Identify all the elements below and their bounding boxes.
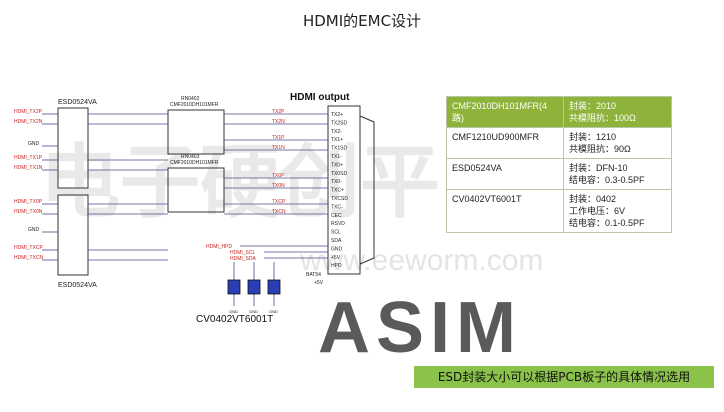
connector-pin-label: TXCSD xyxy=(331,196,348,202)
connector-pin-label: HPD xyxy=(331,263,342,269)
hdmi-connector xyxy=(327,105,361,275)
connector-pin-label: TX0+ xyxy=(331,162,343,168)
connector-pin-label: CEC xyxy=(331,213,342,219)
varistor-2 xyxy=(247,279,261,295)
supply-label: +5V xyxy=(314,280,324,286)
net-label: HDMI_TX0P xyxy=(14,199,43,205)
varistor-1 xyxy=(227,279,241,295)
esd-bottom-label: ESD0524VA xyxy=(58,282,97,289)
hdmi-connector-title: HDMI output xyxy=(290,92,350,103)
gnd-label: GND xyxy=(229,309,238,314)
esd-top-label: ESD0524VA xyxy=(58,99,97,106)
connector-pin-label: TX0SD xyxy=(331,171,348,177)
net-label: TX2N xyxy=(272,119,285,125)
cmf-bottom-ref: RN0403 xyxy=(181,154,200,160)
net-label: TXCN xyxy=(272,209,286,215)
connector-pin-label: TX0- xyxy=(331,179,342,185)
connector-pin-label: SDA xyxy=(331,238,342,244)
net-label: HDMI_TXCP xyxy=(14,245,44,251)
connector-pin-label: TXC- xyxy=(331,204,343,210)
page-title: HDMI的EMC设计 xyxy=(302,12,422,30)
footer-banner: ESD封装大小可以根据PCB板子的具体情况选用 xyxy=(414,366,714,388)
net-label: TXCP xyxy=(272,199,286,205)
net-label: HDMI_TXCN xyxy=(14,255,44,261)
cmf-chip-bottom xyxy=(167,167,225,213)
connector-pin-labels: TX2+ TX2SD TX2- TX1+ TX1SD TX1- TX0+ TX0SD TX0- T… xyxy=(331,112,348,269)
net-label: HDMI_TX0N xyxy=(14,209,43,215)
left-net-labels: HDMI_TX2P HDMI_TX2N GND HDMI_TX1P HDMI_TX1N H… xyxy=(14,109,44,261)
connector-pin-label: RSVD xyxy=(331,221,345,227)
connector-pin-label: TX1+ xyxy=(331,137,343,143)
connector-pin-label: TX1SD xyxy=(331,146,348,152)
net-label: HDMI_HPD xyxy=(206,244,233,250)
varistor-3 xyxy=(267,279,281,295)
gnd-label: GND xyxy=(249,309,258,314)
right-net-labels: TX2P TX2N TX1P TX1N TX0P TX0N TXCP TXCN xyxy=(272,109,286,215)
cmf-bottom-part: CMF2010DH101MFR xyxy=(170,160,219,166)
varistor-label: CV0402VT6001T xyxy=(196,314,273,325)
cmf-chip-top xyxy=(167,109,225,155)
cmf-top-part: CMF2010DH101MFR xyxy=(170,102,219,108)
connector-pin-label: TX2+ xyxy=(331,112,343,118)
connector-pin-label: GND xyxy=(331,246,343,252)
connector-pin-label: TX2- xyxy=(331,129,342,135)
gnd-label: GND xyxy=(269,309,278,314)
cmf-top-ref: RN0402 xyxy=(181,96,200,102)
net-label: HDMI_TX1P xyxy=(14,155,43,161)
esd-chip-top xyxy=(57,107,89,189)
net-label: GND xyxy=(28,227,40,233)
esd-chip-bottom xyxy=(57,194,89,276)
net-label: TX0N xyxy=(272,183,285,189)
connector-pin-label: TX1- xyxy=(331,154,342,160)
watermark-url: www.eeworm.com xyxy=(299,244,543,277)
table-part: CV0402VT6001T xyxy=(446,189,564,233)
schematic-wires xyxy=(42,113,328,306)
net-label: GND xyxy=(28,141,40,147)
connector-pin-label: SCL xyxy=(331,230,341,236)
net-label: TX1N xyxy=(272,145,285,151)
net-label: HDMI_SCL xyxy=(230,250,256,256)
table-part: CMF2010DH101MFR(4路) xyxy=(446,96,564,128)
net-label: HDMI_TX1N xyxy=(14,165,43,171)
net-label: TX2P xyxy=(272,109,285,115)
net-label: TX1P xyxy=(272,135,285,141)
connector-pin-label: +5V xyxy=(331,255,341,261)
connector-pin-label: TXC+ xyxy=(331,188,344,194)
table-part: CMF1210UD900MFR xyxy=(446,127,564,159)
net-label: TX0P xyxy=(272,173,285,179)
asim-logo: ASIM xyxy=(318,288,522,368)
connector-pin-label: TX2SD xyxy=(331,120,348,126)
watermark-text: 电子硬创平台 xyxy=(40,136,520,229)
hdmi-connector-shell xyxy=(359,115,375,265)
net-label: HDMI_TX2P xyxy=(14,109,43,115)
net-label: HDMI_SDA xyxy=(230,256,257,262)
diode-label: BAT54 xyxy=(306,272,321,278)
net-label: HDMI_TX2N xyxy=(14,119,43,125)
table-part: ESD0524VA xyxy=(446,158,564,190)
